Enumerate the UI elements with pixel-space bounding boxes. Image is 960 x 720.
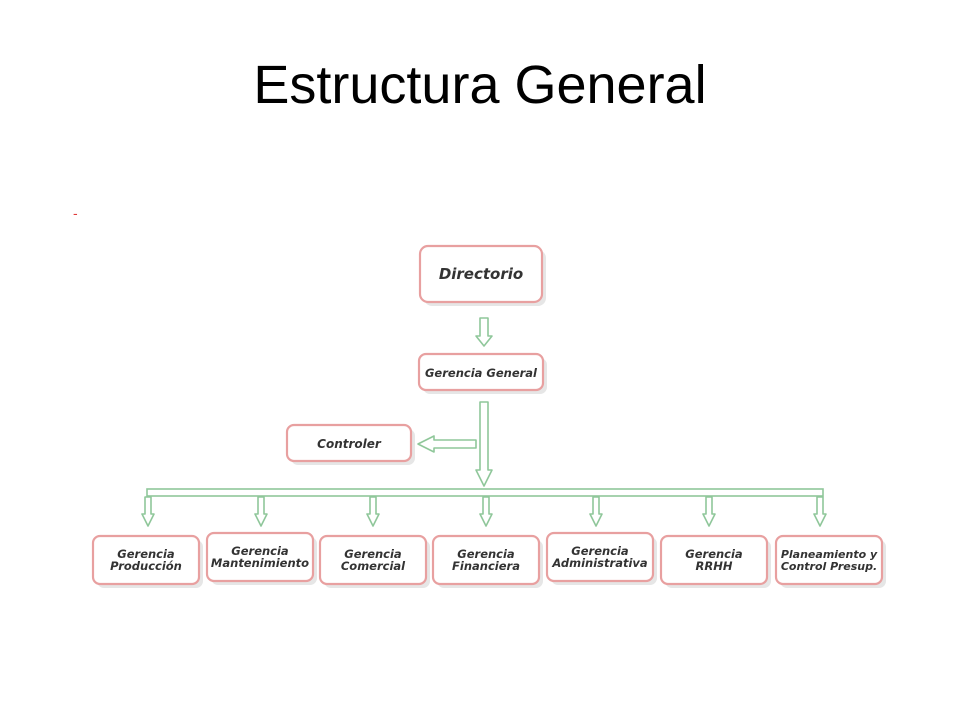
drop-arrow — [702, 496, 716, 527]
label-line: Gerencia — [457, 547, 515, 561]
drop-arrow — [589, 496, 603, 527]
node-controler-label: Controler — [317, 437, 382, 451]
node-directorio-label: Directorio — [439, 265, 523, 283]
node-directorio: Directorio — [418, 244, 546, 306]
drop-arrow — [813, 496, 827, 527]
label-line: Gerencia General — [425, 366, 538, 380]
node-gerencia-general-label: Gerencia General — [425, 366, 538, 380]
label-line: Producción — [110, 559, 182, 573]
label-line: Directorio — [439, 265, 523, 283]
bullet-dash: - — [73, 205, 78, 221]
label-line: Planeamiento y — [781, 548, 878, 561]
distribution-bar — [146, 488, 824, 497]
drop-arrow — [141, 496, 155, 527]
label-line: RRHH — [696, 559, 733, 573]
box-border — [774, 534, 884, 586]
label-line: Gerencia — [685, 547, 743, 561]
arrow-directorio-to-general — [475, 317, 493, 347]
box-border — [659, 534, 769, 586]
box-border — [545, 531, 655, 583]
label-line: Gerencia — [571, 544, 629, 558]
box-border — [91, 534, 201, 586]
arrow-general-to-bar — [475, 401, 493, 487]
drop-arrow — [479, 496, 493, 527]
drop-arrows — [141, 496, 827, 527]
label-line: Financiera — [452, 559, 520, 573]
label-line: Control Presup. — [781, 560, 877, 573]
box-border — [431, 534, 541, 586]
label-line: Mantenimiento — [211, 556, 309, 570]
slide-title: Estructura General — [253, 55, 707, 115]
label-line: Gerencia — [344, 547, 402, 561]
node-gerencia-general: Gerencia General — [417, 352, 547, 394]
box-border — [318, 534, 428, 586]
box-border — [205, 531, 315, 583]
label-line: Controler — [317, 437, 382, 451]
drop-arrow — [366, 496, 380, 527]
label-line: Gerencia — [231, 544, 289, 558]
connectors — [141, 317, 827, 527]
arrow-to-controler — [417, 435, 477, 453]
node-controler: Controler — [285, 423, 415, 465]
label-line: Comercial — [341, 559, 406, 573]
label-line: Administrativa — [551, 556, 648, 570]
label-line: Gerencia — [117, 547, 175, 561]
drop-arrow — [254, 496, 268, 527]
